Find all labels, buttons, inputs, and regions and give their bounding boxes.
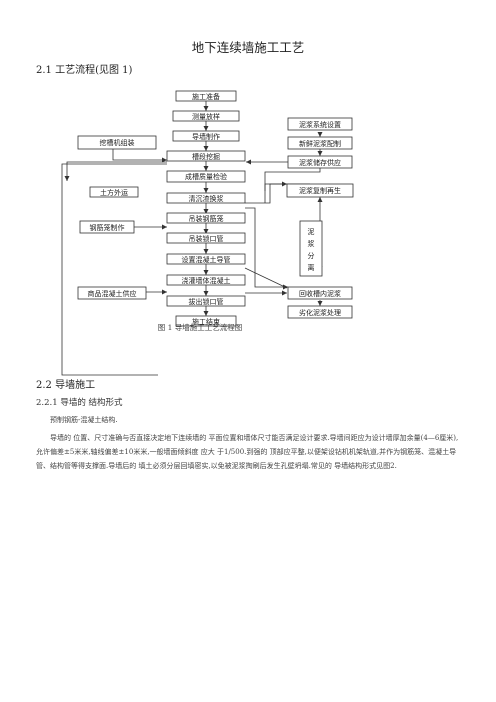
document-title: 地下连续墙施工工艺 (191, 40, 305, 55)
flow-node-label: 商品混凝土供应 (88, 289, 137, 298)
flow-node (287, 117, 353, 131)
flow-node-label: 钢筋笼制作 (90, 223, 125, 232)
flow-node (172, 110, 240, 122)
flow-node (77, 286, 147, 300)
figure-caption: 图 1 导墙施工工艺流程图 (158, 322, 243, 332)
flow-node (166, 212, 246, 224)
flow-node-vertical-label: 浆 (308, 239, 315, 248)
flow-node-label: 泥浆系统设置 (299, 120, 341, 129)
process-flowchart: 施工准备 测量放样 导墙制作 槽段挖掘 成槽质量检验 清沉渣换浆 吊装钢筋笼 吊… (61, 90, 354, 376)
flow-node-label: 拔出锁口管 (189, 297, 224, 306)
flow-node-label: 土方外运 (100, 188, 128, 197)
flow-node (89, 186, 139, 198)
flow-node-label: 设置混凝土导管 (182, 255, 231, 264)
flow-node-label: 导墙制作 (192, 132, 220, 141)
flow-node-label: 清沉渣换浆 (189, 194, 224, 203)
flow-node-label: 测量放样 (192, 112, 220, 121)
flow-node-label: 槽段挖掘 (192, 152, 220, 161)
flow-node (175, 90, 237, 102)
flow-node-label: 劣化泥浆处理 (299, 308, 341, 317)
flow-node-vertical-label: 泥 (308, 228, 315, 236)
flow-node-label: 回收槽内泥浆 (299, 289, 341, 298)
section-heading-2-2: 2.2 导墙施工 (36, 380, 96, 391)
flow-node (287, 136, 353, 150)
flow-node-vertical-label: 离 (308, 263, 315, 272)
flow-node-vertical-label: 分 (308, 251, 315, 260)
flow-node-label: 施工准备 (192, 92, 220, 101)
flow-node (299, 220, 323, 277)
flow-node (166, 253, 246, 265)
flow-node (172, 130, 240, 142)
flow-node-label: 新鲜泥浆配制 (299, 139, 341, 148)
flow-node (287, 305, 353, 319)
paragraph-structure: 预制钢筋-混凝土结构. (50, 416, 118, 424)
flow-node (175, 315, 237, 327)
flow-node-label: 挖槽机组装 (100, 138, 135, 147)
flow-node (166, 295, 246, 307)
flow-node (286, 183, 354, 198)
flow-node (166, 192, 246, 204)
section-heading-2-2-1: 2.2.1 导墙的 结构形式 (36, 398, 123, 408)
flow-node (166, 150, 246, 162)
flow-node (166, 274, 246, 286)
flow-node-label: 浇灌墙体混凝土 (182, 276, 231, 285)
flow-node (166, 232, 246, 244)
paragraph-guide-wall: 导墙的 位置、尺寸准确与否直接决定地下连续墙的 平面位置和墙体尺寸能否满足设计要… (36, 434, 459, 470)
flow-node-label: 吊装锁口管 (189, 234, 224, 243)
flow-node (77, 135, 157, 150)
flow-node-label: 成槽质量检验 (185, 172, 227, 181)
flow-node-label: 吊装钢筋笼 (189, 214, 224, 223)
flow-node (166, 170, 246, 183)
flow-node-label: 施工结束 (192, 317, 220, 326)
flow-node (79, 220, 135, 234)
section-heading-2-1: 2.1 工艺流程(见图 1) (36, 65, 133, 76)
flow-node (287, 286, 353, 300)
flow-node-label: 泥浆储存供应 (299, 158, 341, 167)
flow-node (287, 155, 353, 169)
flow-node-label: 泥浆复制再生 (299, 186, 341, 195)
